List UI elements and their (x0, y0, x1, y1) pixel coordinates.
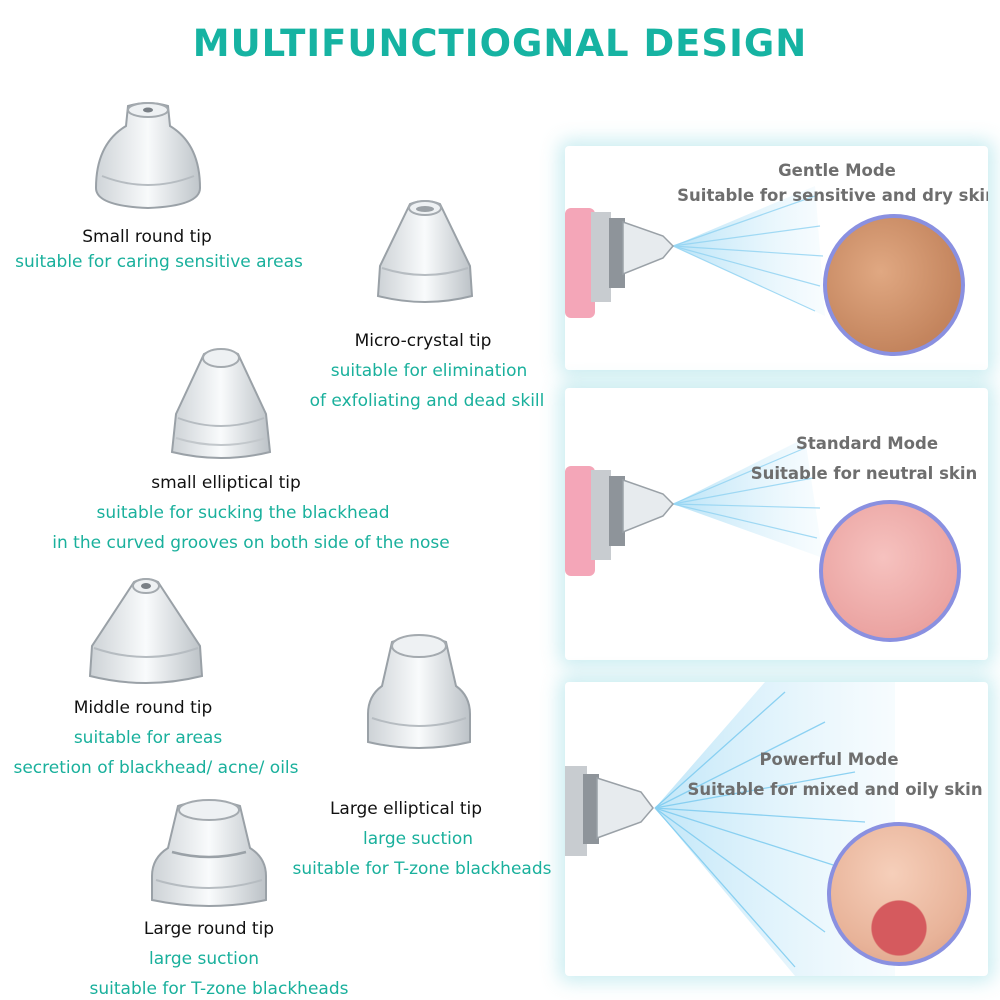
mode-panel-powerful: Powerful Mode Suitable for mixed and oil… (565, 682, 988, 976)
mode-panel-gentle: Gentle Mode Suitable for sensitive and d… (565, 146, 988, 370)
micro-crystal-tip-image (370, 196, 480, 312)
large-round-tip-image (150, 796, 268, 914)
tip-desc-small-elliptical-1: suitable for sucking the blackhead (96, 503, 390, 523)
tip-name-large-elliptical: Large elliptical tip (329, 799, 483, 819)
mode-name-powerful: Powerful Mode (759, 750, 899, 769)
small-elliptical-tip-image (162, 344, 280, 466)
face-closeup-image (827, 822, 971, 966)
tip-desc-small-round: suitable for caring sensitive areas (15, 252, 303, 272)
tip-desc-micro-crystal-1: suitable for elimination (330, 361, 528, 381)
mode-desc-powerful: Suitable for mixed and oily skin (687, 780, 983, 799)
gentle-mode-illustration (565, 186, 825, 318)
tip-name-small-round: Small round tip (82, 227, 212, 247)
tip-desc-small-elliptical-2: in the curved grooves on both side of th… (52, 533, 450, 553)
dry-skin-image (823, 214, 965, 356)
tip-desc-micro-crystal-2: of exfoliating and dead skill (309, 391, 545, 411)
tip-desc-middle-round-2: secretion of blackhead/ acne/ oils (13, 758, 299, 778)
tip-name-middle-round: Middle round tip (73, 698, 213, 718)
tip-desc-middle-round-1: suitable for areas (73, 728, 223, 748)
tip-desc-large-elliptical-1: large suction (362, 829, 474, 849)
standard-mode-illustration (565, 438, 823, 576)
tip-name-micro-crystal: Micro-crystal tip (354, 331, 492, 351)
small-round-tip-image (88, 96, 208, 216)
mode-desc-standard: Suitable for neutral skin (750, 464, 978, 483)
middle-round-tip-image (84, 574, 208, 694)
mode-name-gentle: Gentle Mode (778, 161, 896, 180)
tip-desc-large-elliptical-2: suitable for T-zone blackheads (292, 859, 552, 879)
mode-panel-standard: Standard Mode Suitable for neutral skin (565, 388, 988, 660)
neutral-skin-image (819, 500, 961, 642)
tip-desc-large-round-2: suitable for T-zone blackheads (89, 979, 349, 999)
large-elliptical-tip-image (366, 630, 472, 756)
mode-name-standard: Standard Mode (795, 434, 939, 453)
mode-desc-gentle: Suitable for sensitive and dry skin (677, 186, 988, 205)
tip-desc-large-round-1: large suction (148, 949, 260, 969)
tip-name-small-elliptical: small elliptical tip (151, 473, 301, 493)
page-title: MULTIFUNCTIOGNAL DESIGN (192, 22, 808, 65)
tip-name-large-round: Large round tip (143, 919, 275, 939)
